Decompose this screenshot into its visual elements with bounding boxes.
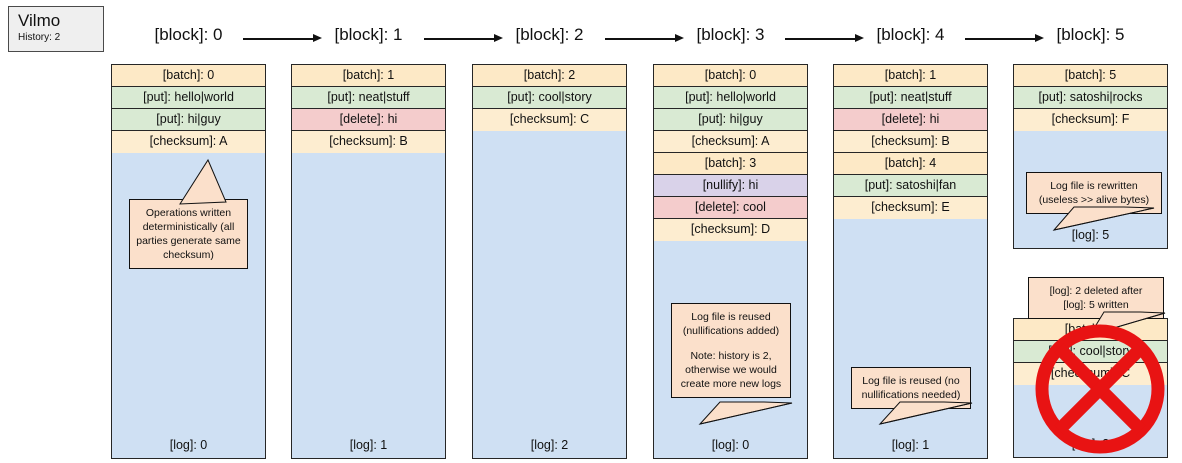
entry-row: [batch]: 2 (473, 65, 626, 87)
right-arrow-icon-2-to-3 (605, 34, 687, 44)
callout-tail-4 (878, 401, 973, 428)
callout-line: (nullifications added) (682, 325, 780, 337)
app-title-card: Vilmo History: 2 (8, 6, 104, 52)
entry-row: [batch]: 5 (1014, 65, 1167, 87)
entry-row: [put]: satoshi|fan (834, 175, 987, 197)
callout-line: parties generate same (136, 235, 241, 247)
entry-row: [batch]: 1 (834, 65, 987, 87)
log-label: [log]: 1 (891, 438, 930, 452)
log-pane-1: [log]: 1 (291, 153, 446, 459)
entry-row: [checksum]: A (112, 131, 265, 153)
callout-tail-3 (698, 401, 793, 428)
log-pane-4: [log]: 1 (833, 219, 988, 459)
block-entries-1: [batch]: 1 [put]: neat|stuff [delete]: h… (291, 64, 446, 153)
block-column-3: [batch]: 0 [put]: hello|world [put]: hi|… (653, 64, 808, 459)
entry-row: [checksum]: B (292, 131, 445, 153)
block-header-0: [block]: 0 (154, 25, 223, 44)
block-entries-2: [batch]: 2 [put]: cool|story [checksum]:… (472, 64, 627, 131)
log-label: [log]: 2 (1071, 437, 1110, 451)
log-label: [log]: 5 (1071, 228, 1110, 242)
entry-row: [checksum]: A (654, 131, 807, 153)
right-arrow-icon-3-to-4 (785, 34, 867, 44)
callout-line: Log file is rewritten (1050, 180, 1138, 192)
log-label: [log]: 0 (711, 438, 750, 452)
entry-row: [batch]: 1 (292, 65, 445, 87)
block-header-3: [block]: 3 (696, 25, 765, 44)
callout-tail-deleted (1088, 311, 1166, 338)
block-column-1: [batch]: 1 [put]: neat|stuff [delete]: h… (291, 64, 446, 459)
right-arrow-icon-1-to-2 (424, 34, 506, 44)
callout-line: otherwise we would (685, 364, 777, 376)
entry-row: [checksum]: C (1014, 363, 1167, 385)
entry-row: [put]: neat|stuff (834, 87, 987, 109)
entry-row: [checksum]: D (654, 219, 807, 241)
entry-row: [put]: hello|world (112, 87, 265, 109)
block-header-4: [block]: 4 (876, 25, 945, 44)
entry-row: [checksum]: F (1014, 109, 1167, 131)
log-label: [log]: 1 (349, 438, 388, 452)
entry-row: [put]: hi|guy (654, 109, 807, 131)
entry-row: [batch]: 0 (112, 65, 265, 87)
app-name: Vilmo (18, 11, 61, 30)
deleted-log-pane: [log]: 2 (1013, 385, 1168, 458)
block-header-5: [block]: 5 (1056, 25, 1125, 44)
callout-line: [log]: 2 deleted after (1049, 285, 1143, 297)
callout-line: Log file is reused (no (862, 375, 960, 387)
entry-row: [delete]: hi (292, 109, 445, 131)
entry-row: [put]: neat|stuff (292, 87, 445, 109)
callout-3: Log file is reused (nullifications added… (671, 303, 791, 398)
entry-row: [delete]: hi (834, 109, 987, 131)
callout-tail-5 (1052, 206, 1155, 233)
callout-spacer (677, 338, 785, 349)
log-label: [log]: 2 (530, 438, 569, 452)
block-column-4: [batch]: 1 [put]: neat|stuff [delete]: h… (833, 64, 988, 459)
entry-row: [put]: hi|guy (112, 109, 265, 131)
right-arrow-icon-4-to-5 (965, 34, 1047, 44)
log-label: [log]: 0 (169, 438, 208, 452)
entry-row: [checksum]: E (834, 197, 987, 219)
deleted-block-column: [batch]: 2 [put]: cool|story [checksum]:… (1013, 318, 1168, 458)
right-arrow-icon-0-to-1 (243, 34, 325, 44)
callout-line: create more new logs (680, 378, 782, 390)
entry-row: [checksum]: C (473, 109, 626, 131)
entry-row: [put]: hello|world (654, 87, 807, 109)
entry-row: [put]: cool|story (1014, 341, 1167, 363)
entry-row: [put]: satoshi|rocks (1014, 87, 1167, 109)
entry-row: [put]: cool|story (473, 87, 626, 109)
callout-line: Operations written (145, 207, 232, 219)
callout-line: checksum) (163, 249, 214, 261)
block-header-1: [block]: 1 (334, 25, 403, 44)
callout-line: [log]: 5 written (1063, 299, 1129, 311)
log-pane-2: [log]: 2 (472, 131, 627, 459)
block-entries-4: [batch]: 1 [put]: neat|stuff [delete]: h… (833, 64, 988, 219)
entry-row: [batch]: 0 (654, 65, 807, 87)
callout-line: deterministically (all (142, 221, 235, 233)
callout-line: Note: history is 2, (690, 350, 772, 362)
block-header-2: [block]: 2 (515, 25, 584, 44)
callout-tail-0 (174, 158, 234, 206)
entry-row: [checksum]: B (834, 131, 987, 153)
block-column-2: [batch]: 2 [put]: cool|story [checksum]:… (472, 64, 627, 459)
block-entries-0: [batch]: 0 [put]: hello|world [put]: hi|… (111, 64, 266, 153)
callout-line: nullifications needed) (861, 389, 961, 401)
app-history-label: History: 2 (18, 32, 61, 43)
callout-line: (useless >> alive bytes) (1038, 194, 1150, 206)
callout-line: Log file is reused (691, 311, 771, 323)
callout-0: Operations written deterministically (al… (129, 199, 248, 269)
entry-row: [nullify]: hi (654, 175, 807, 197)
entry-row: [batch]: 3 (654, 153, 807, 175)
block-entries-5: [batch]: 5 [put]: satoshi|rocks [checksu… (1013, 64, 1168, 131)
entry-row: [delete]: cool (654, 197, 807, 219)
entry-row: [batch]: 4 (834, 153, 987, 175)
block-entries-3: [batch]: 0 [put]: hello|world [put]: hi|… (653, 64, 808, 241)
